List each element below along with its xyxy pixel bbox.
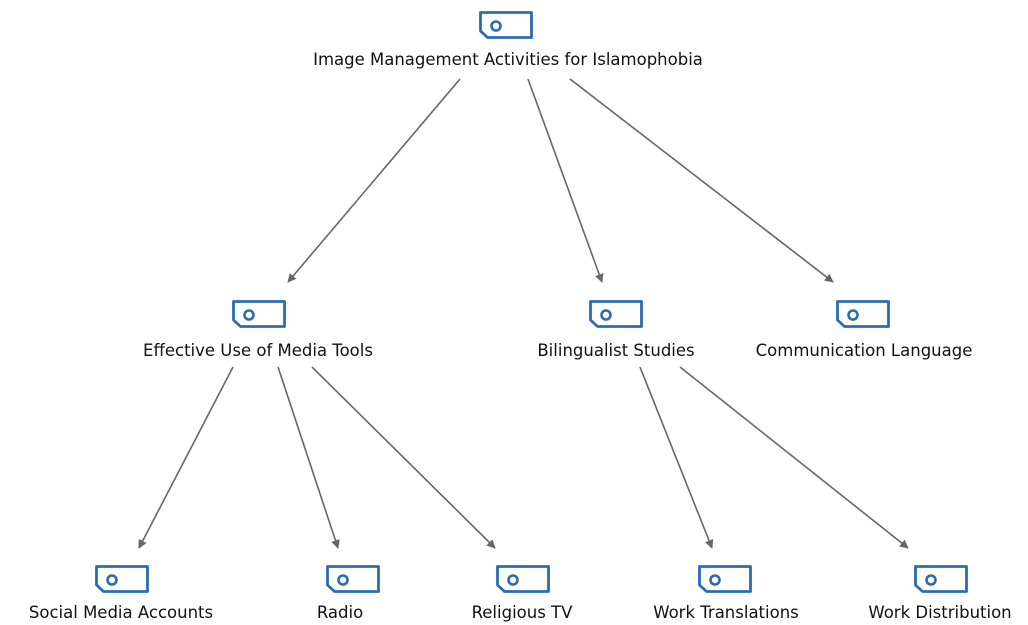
node-label: Radio [316, 603, 364, 622]
node-label: Bilingualist Studies [537, 341, 695, 360]
edge-media-to-radio [277, 366, 340, 549]
node-label: Image Management Activities for Islamoph… [313, 50, 703, 69]
code-icon [326, 565, 380, 593]
edge-root-to-language [569, 78, 834, 283]
edge-bilingual-to-translations [639, 366, 714, 549]
edge-media-to-tv [311, 366, 496, 549]
code-icon [95, 565, 149, 593]
code-icon [914, 565, 968, 593]
code-icon [836, 300, 890, 328]
edge-media-to-social [138, 366, 234, 549]
node-label: Social Media Accounts [28, 603, 214, 622]
node-label: Work Distribution [868, 603, 1012, 622]
code-icon [698, 565, 752, 593]
node-label: Communication Language [755, 341, 973, 360]
code-icon [496, 565, 550, 593]
code-icon [479, 11, 533, 39]
edge-root-to-bilingual [527, 78, 604, 283]
code-icon [232, 300, 286, 328]
node-label: Work Translations [653, 603, 799, 622]
edge-root-to-media [287, 78, 461, 283]
edge-bilingual-to-distribution [679, 366, 909, 549]
node-label: Effective Use of Media Tools [143, 341, 373, 360]
code-icon [589, 300, 643, 328]
node-label: Religious TV [471, 603, 573, 622]
